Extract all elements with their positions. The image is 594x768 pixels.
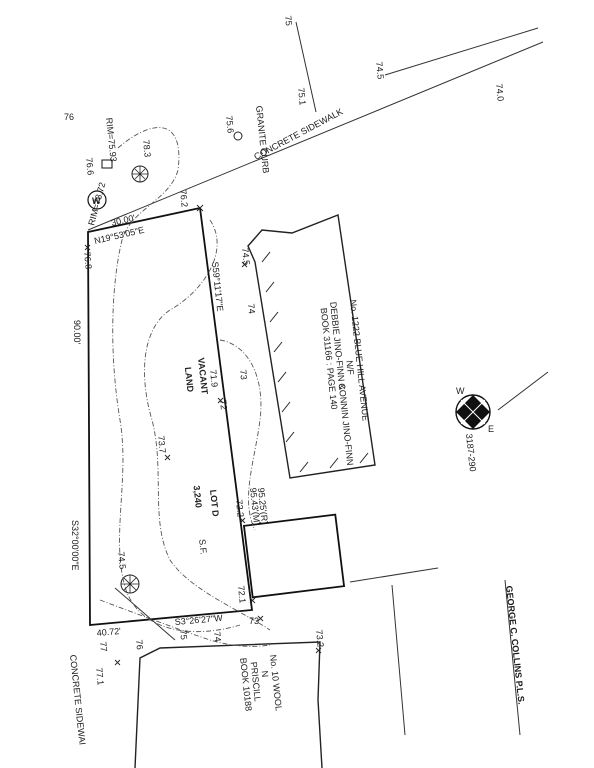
distance-3: 40.72'	[96, 626, 121, 638]
elev: 74	[246, 303, 257, 314]
abutter-house-north	[247, 214, 376, 479]
well-circle	[87, 190, 107, 210]
elev: 73.7	[156, 435, 168, 453]
street-line	[87, 41, 544, 231]
road-line-lower-2	[391, 584, 406, 736]
elev: 71.9	[208, 369, 220, 387]
abutter-north-nf: N/F	[344, 360, 356, 376]
elev: 76	[64, 112, 74, 122]
distance-4: 95.25'(R)	[256, 487, 270, 525]
bearing-1: N19°53'05"E	[93, 225, 145, 246]
elev: 73	[249, 616, 259, 626]
surveyor-name: GEORGE C. COLLINS P.L.S.	[504, 585, 526, 705]
abutter-house-south	[134, 641, 323, 768]
north-arrow	[455, 394, 491, 430]
abutter-south-owner: PRISCILL	[249, 661, 263, 702]
plan-stamp: 3187-290	[464, 433, 478, 472]
distance-2: 90.00'	[72, 320, 82, 345]
vacant-land-label: VACANT LAND	[183, 357, 210, 395]
elev: 76.2	[178, 189, 190, 207]
elev: 75.1	[296, 87, 308, 105]
inner-lot-line	[114, 587, 176, 641]
catch-basin-icon	[101, 159, 113, 169]
elev: 74	[212, 631, 223, 642]
abutter-north-block: No. 1222 BLUE HILL AVENUE N/F DEBBIE JIN…	[319, 299, 371, 466]
elev: 76.6	[84, 157, 96, 175]
compass-e: E	[488, 424, 494, 434]
lot-label: LOT D 3,240 S.F.	[191, 485, 221, 555]
elev: 74.5	[374, 61, 386, 79]
abutter-north-owner-2: CONNIN JINO-FINN	[337, 383, 356, 466]
road-line-lower	[349, 567, 439, 583]
granite-curb: GRANITE CURB	[254, 105, 271, 174]
distance-1: 30.00'	[110, 213, 136, 228]
curb-line	[295, 21, 317, 113]
elev: 77	[98, 641, 109, 652]
sidewalk-bottom: CONCRETE SIDEWAI	[68, 654, 87, 745]
vacant-line-1: VACANT	[196, 357, 210, 395]
elev: 74.0	[494, 83, 506, 101]
elev: 76	[134, 639, 145, 650]
abutter-south-block: No. 10 WOOL N PRISCILL BOOK 10188	[238, 654, 284, 711]
elev: 75	[283, 15, 294, 26]
contour-74	[144, 219, 271, 631]
shed	[242, 513, 346, 599]
abutter-south-address: No. 10 WOOL	[268, 654, 284, 711]
elev: 72.1	[236, 585, 248, 603]
elev: 77.1	[94, 667, 106, 685]
distance-5: 95.43'(M)	[248, 487, 262, 526]
elev: 72	[218, 399, 229, 410]
bearing-4: S3°26'27"W	[174, 613, 223, 627]
tree-icon	[120, 574, 140, 594]
compass-w: W	[456, 386, 465, 396]
lot-name: LOT D	[208, 489, 221, 517]
contour-76	[112, 127, 241, 633]
elev: 75	[178, 629, 189, 640]
bearing-3: S32°00'00"E	[70, 520, 80, 571]
spot-marks	[84, 204, 322, 666]
diag-line	[497, 371, 549, 411]
rim-1: RIM=75.93	[104, 117, 119, 162]
house-hatch	[261, 251, 369, 473]
elev: 74.5	[116, 551, 128, 569]
elev: 72.2	[234, 499, 246, 517]
contour-75	[99, 599, 271, 647]
abutter-south-nf: N	[260, 670, 271, 678]
elev: 75.6	[224, 115, 236, 133]
elev: 74.5	[240, 247, 252, 265]
elev: 73	[238, 369, 249, 380]
lot-boundary	[87, 207, 254, 626]
upper-fence-line	[384, 27, 539, 76]
tree-icon	[233, 131, 243, 141]
elev: 78.3	[141, 139, 153, 157]
lot-area: 3,240	[191, 485, 203, 508]
tree-icon	[131, 165, 149, 183]
elev: 73.2	[314, 629, 326, 647]
well-label: W	[92, 196, 101, 206]
vacant-line-2: LAND	[183, 367, 196, 393]
elev: 76.8	[82, 251, 94, 269]
road-line-right	[504, 579, 521, 736]
lot-unit: S.F.	[197, 539, 209, 555]
